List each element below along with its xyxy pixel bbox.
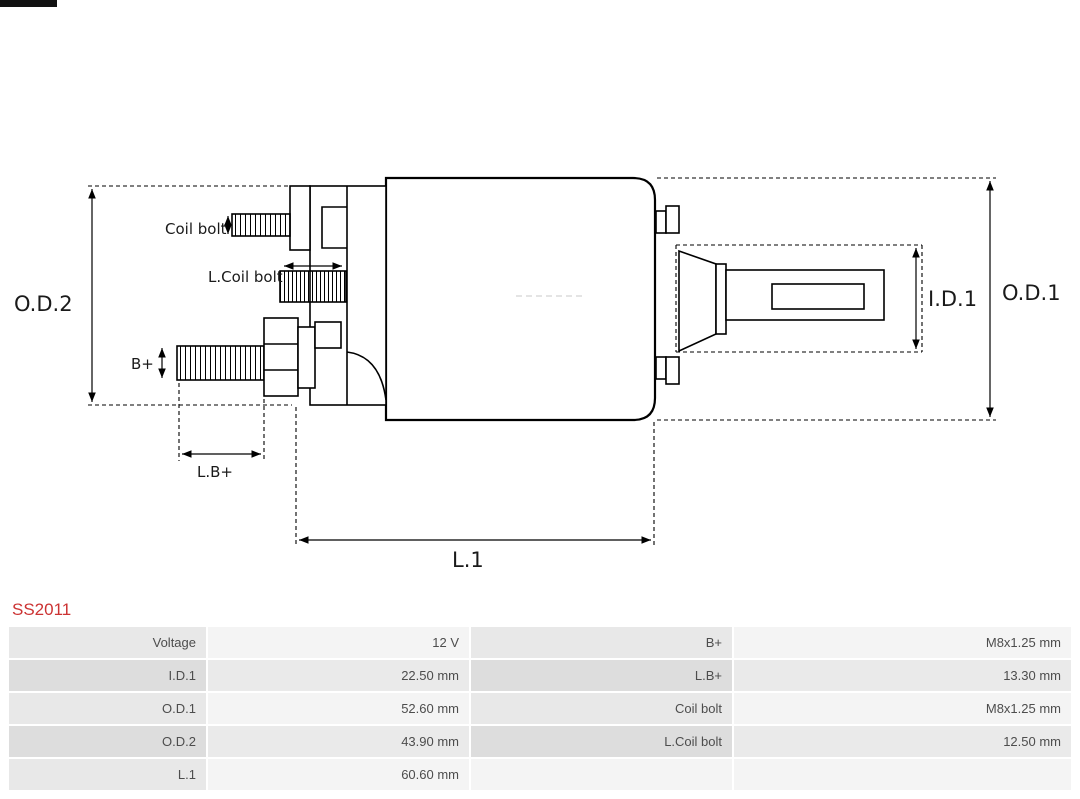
spec-row: O.D.1 52.60 mm Coil bolt M8x1.25 mm [9, 693, 1071, 724]
spec-row: Voltage 12 V B+ M8x1.25 mm [9, 627, 1071, 658]
spec-value-cell [734, 759, 1071, 790]
spec-label-cell: Coil bolt [471, 693, 732, 724]
solenoid-diagram-svg: O.D.2 O.D.1 I.D.1 L.1 B+ L.B+ Coil bolt … [0, 0, 1061, 572]
spec-label-cell: L.1 [9, 759, 206, 790]
l-coil-bolt-label: L.Coil bolt [208, 268, 283, 286]
spec-label-cell: O.D.2 [9, 726, 206, 757]
coil-bolt-collar [279, 270, 347, 303]
washer [297, 326, 316, 389]
spec-value-cell: 60.60 mm [208, 759, 469, 790]
plunger [655, 205, 885, 385]
hex-nut [263, 317, 299, 397]
l1-dimension [295, 407, 655, 547]
spec-label-cell: B+ [471, 627, 732, 658]
coil-bolt-label: Coil bolt [165, 220, 227, 238]
solenoid-body [384, 176, 657, 422]
spec-label-cell: I.D.1 [9, 660, 206, 691]
od2-dimension [88, 185, 292, 406]
spec-row: I.D.1 22.50 mm L.B+ 13.30 mm [9, 660, 1071, 691]
spec-value-cell: M8x1.25 mm [734, 627, 1071, 658]
id1-label: I.D.1 [928, 287, 977, 311]
coil-bolt-terminal [231, 213, 347, 303]
spec-row: L.1 60.60 mm [9, 759, 1071, 790]
b-plus-label: B+ [131, 355, 154, 373]
spec-label-cell: O.D.1 [9, 693, 206, 724]
lb-plus-label: L.B+ [197, 463, 233, 481]
od1-dimension [657, 177, 996, 421]
l1-label: L.1 [452, 548, 484, 572]
spec-value-cell: 12 V [208, 627, 469, 658]
spec-label-cell [471, 759, 732, 790]
spec-label-cell: L.Coil bolt [471, 726, 732, 757]
plunger-slot [771, 283, 865, 310]
spec-value-cell: 13.30 mm [734, 660, 1071, 691]
spec-row: O.D.2 43.90 mm L.Coil bolt 12.50 mm [9, 726, 1071, 757]
spec-value-cell: 12.50 mm [734, 726, 1071, 757]
product-code-title: SS2011 [12, 600, 72, 619]
lb-plus-dimension [178, 383, 265, 461]
spec-value-cell: 52.60 mm [208, 693, 469, 724]
b-plus-terminal [176, 317, 342, 397]
spec-label-cell: L.B+ [471, 660, 732, 691]
spec-value-cell: 22.50 mm [208, 660, 469, 691]
top-left-artifact [0, 0, 57, 7]
spec-table: Voltage 12 V B+ M8x1.25 mm I.D.1 22.50 m… [9, 627, 1071, 790]
od2-label: O.D.2 [14, 292, 73, 316]
spec-value-cell: M8x1.25 mm [734, 693, 1071, 724]
id1-dimension [675, 244, 923, 353]
technical-drawing: O.D.2 O.D.1 I.D.1 L.1 B+ L.B+ Coil bolt … [0, 0, 1061, 572]
spec-label-cell: Voltage [9, 627, 206, 658]
od1-label: O.D.1 [1002, 281, 1061, 305]
spec-value-cell: 43.90 mm [208, 726, 469, 757]
